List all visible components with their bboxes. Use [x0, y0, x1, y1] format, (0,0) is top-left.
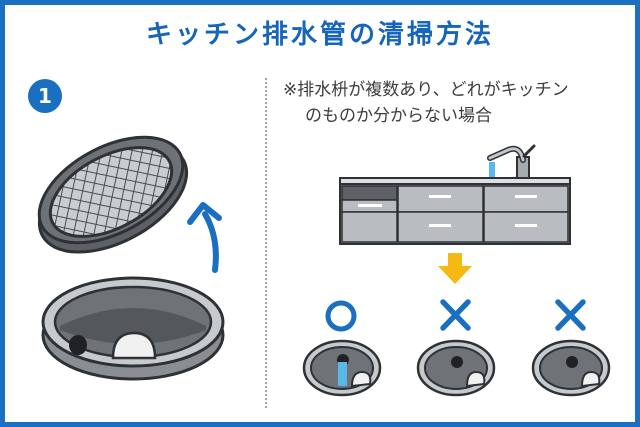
lid [37, 135, 189, 254]
pipe-hole [69, 335, 87, 355]
step-number-badge: 1 [28, 79, 62, 113]
note-line-2: のものか分からない場合 [305, 106, 492, 126]
note-text: ※排水枡が複数あり、どれがキッチン のものか分からない場合 [283, 77, 623, 129]
faucet-icon [487, 144, 536, 180]
water-stream [489, 162, 495, 178]
divider [265, 78, 267, 408]
note-line-1: ※排水枡が複数あり、どれがキッチン [283, 80, 569, 100]
pipe-outlet [111, 331, 157, 360]
water-flow [338, 362, 347, 386]
page-title: キッチン排水管の清掃方法 [145, 20, 494, 50]
